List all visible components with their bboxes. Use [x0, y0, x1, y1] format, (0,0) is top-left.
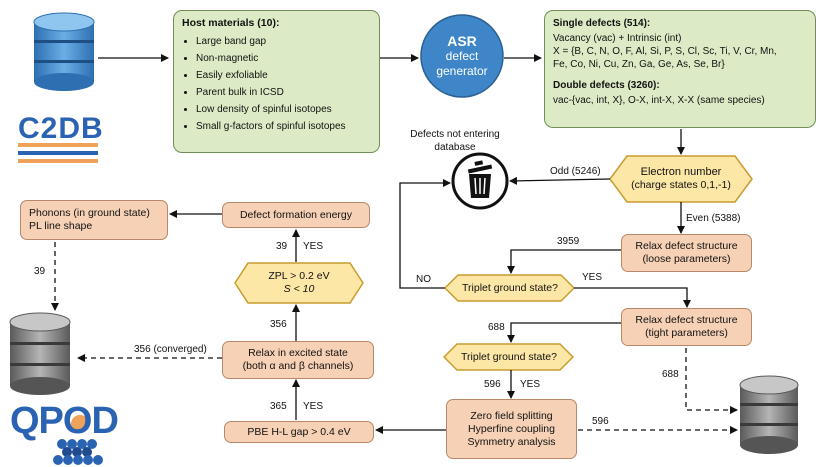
excited-line1: Relax in excited state: [248, 347, 348, 359]
host-materials-list: Large band gap Non-magnetic Easily exfol…: [182, 33, 346, 135]
trash-icon: [451, 152, 509, 210]
formation-energy-box: Defect formation energy: [222, 202, 370, 228]
asr-circle: [420, 14, 504, 98]
host-materials-title: Host materials (10):: [182, 17, 280, 29]
edge-label-yes: YES: [582, 272, 603, 283]
edge-label-596: 596: [592, 416, 609, 427]
single-defects-line: Vacancy (vac) + Intrinsic (int): [553, 33, 682, 44]
single-defects-line: Fe, Co, Ni, Cu, Zn, Ga, Ge, As, Se, Br}: [553, 59, 725, 70]
zfs-line1: Zero field splitting: [470, 409, 553, 422]
zfs-line3: Symmetry analysis: [467, 435, 556, 448]
single-defects-line: X = {B, C, N, O, F, Al, Si, P, S, Cl, Sc…: [553, 46, 777, 57]
edge-label-596: 596: [484, 379, 501, 390]
asr-line3: generator: [436, 63, 488, 78]
edge-label-yes: YES: [520, 379, 541, 390]
relax-tight-line2: (tight parameters): [645, 327, 728, 339]
defects-box: Single defects (514): Vacancy (vac) + In…: [544, 10, 816, 128]
qpod-spheres-icon: [53, 415, 103, 465]
host-item: Small g-factors of spinful isotopes: [196, 118, 346, 135]
edge-label-no: NO: [416, 274, 431, 285]
triplet-text-2: Triplet ground state?: [461, 350, 557, 363]
relax-tight-line1: Relax defect structure: [635, 314, 738, 326]
formation-text: Defect formation energy: [239, 208, 353, 221]
host-item: Easily exfoliable: [196, 67, 346, 84]
double-defects-title: Double defects (3260):: [553, 80, 660, 91]
edge-label-3959: 3959: [557, 236, 580, 247]
relax-loose-line1: Relax defect structure: [635, 240, 738, 252]
asr-defect-generator: ASR defect generator: [422, 24, 502, 88]
zpl-line2: S < 10: [283, 283, 315, 295]
zpl-line1: ZPL > 0.2 eV: [268, 270, 330, 282]
triplet-node-2: Triplet ground state?: [451, 346, 567, 368]
relax-loose-line2: (loose parameters): [642, 253, 731, 265]
edge-label-688: 688: [662, 369, 679, 380]
pbe-gap-box: PBE H-L gap > 0.4 eV: [224, 421, 374, 443]
edge-label-odd: Odd (5246): [550, 166, 601, 177]
zfs-line2: Hyperfine coupling: [468, 422, 555, 435]
host-item: Non-magnetic: [196, 50, 346, 67]
c2db-database-icon: [33, 12, 95, 91]
host-item: Low density of spinful isotopes: [196, 101, 346, 118]
asr-title: ASR: [447, 32, 477, 49]
phonons-box: Phonons (in ground state) PL line shape: [20, 200, 168, 240]
c2db-stripes-icon: [18, 143, 98, 163]
double-defects-line: vac-{vac, int, X}, O-X, int-X, X-X (same…: [553, 95, 765, 106]
triplet-node-1: Triplet ground state?: [452, 277, 568, 299]
host-item: Large band gap: [196, 33, 346, 50]
edge-label-365: 365: [270, 401, 287, 412]
relax-tight-box: Relax defect structure (tight parameters…: [621, 308, 752, 346]
trash-label: Defects not entering database: [410, 129, 500, 153]
edge-label-356: 356: [270, 319, 287, 330]
qpod-database-icon: [9, 312, 71, 395]
electron-number-hexagon: [609, 155, 753, 203]
zfs-box: Zero field splitting Hyperfine coupling …: [446, 399, 577, 459]
host-materials-box: Host materials (10): Large band gap Non-…: [173, 10, 380, 153]
relax-loose-box: Relax defect structure (loose parameters…: [621, 234, 752, 272]
host-item: Parent bulk in ICSD: [196, 84, 346, 101]
edge-label-39: 39: [276, 241, 288, 252]
asr-line2: defect: [445, 48, 479, 63]
zpl-node: ZPL > 0.2 eV S < 10: [245, 265, 353, 301]
excited-state-box: Relax in excited state (both α and β cha…: [222, 341, 374, 379]
qpod-logo-text: QPOD: [10, 400, 119, 442]
electron-line2: (charge states 0,1,-1): [631, 179, 731, 191]
excited-line2: (both α and β channels): [242, 360, 354, 372]
phonons-line1: Phonons (in ground state): [29, 207, 150, 219]
triplet-text-1: Triplet ground state?: [462, 281, 558, 294]
dashed-arrows: [51, 242, 738, 434]
electron-line1: Electron number: [640, 166, 722, 178]
triplet-hexagon-2: [442, 343, 575, 371]
edge-label-688: 688: [488, 322, 505, 333]
edge-label-even: Even (5388): [686, 213, 741, 224]
flow-arrows: [98, 54, 691, 434]
single-defects-title: Single defects (514):: [553, 18, 651, 29]
c2db-logo-text: C2DB: [18, 112, 104, 145]
zpl-hexagon: [234, 262, 364, 304]
electron-number-node: Electron number (charge states 0,1,-1): [620, 160, 742, 198]
edge-label-39: 39: [34, 266, 46, 277]
edge-label-yes: YES: [303, 401, 324, 412]
edge-label-356-converged: 356 (converged): [134, 344, 207, 355]
output-database-icon: [739, 375, 799, 454]
edge-label-yes: YES: [303, 241, 324, 252]
phonons-line2: PL line shape: [29, 220, 93, 232]
pbe-text: PBE H-L gap > 0.4 eV: [247, 425, 351, 438]
